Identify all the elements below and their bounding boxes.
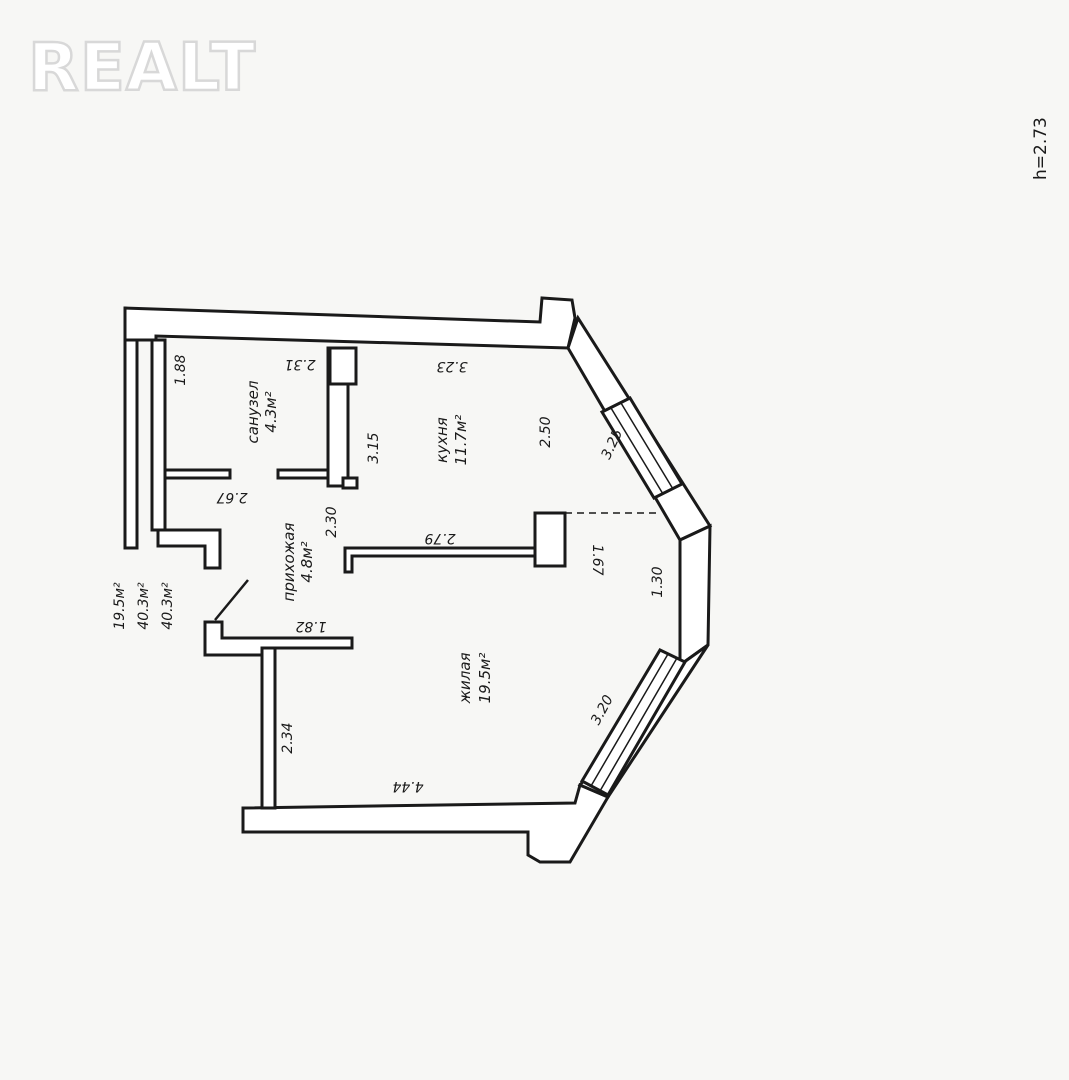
- window-upper: [599, 396, 685, 500]
- wall-hall-lower: [203, 620, 354, 657]
- room-bathroom: санузел 4.3м²: [244, 380, 280, 443]
- dim-hall-lower: 1.82: [295, 618, 326, 634]
- wall-column: [533, 511, 567, 568]
- wall-bottom: [241, 782, 611, 864]
- room-hallway-name: прихожая: [280, 523, 298, 602]
- wall-duct: [328, 346, 358, 386]
- wall-top: [123, 296, 577, 350]
- dim-bay-center: 1.30: [650, 566, 666, 597]
- area-summary-living: 19.5м²: [112, 582, 128, 630]
- wall-bay-right: [678, 523, 712, 668]
- dim-kitchen-right: 2.50: [538, 416, 554, 447]
- dim-living-left: 2.34: [280, 722, 296, 753]
- dim-window-lower: 3.20: [588, 693, 617, 728]
- ceiling-height-label: h=2.73: [1031, 117, 1051, 180]
- watermark-logo: REALT: [28, 29, 256, 106]
- window-lower: [579, 648, 688, 798]
- area-summary-general: 40.3м²: [160, 582, 176, 630]
- wall-living-left: [260, 646, 277, 810]
- room-kitchen: кухня 11.7м²: [433, 415, 470, 466]
- wall-bath-bottom: [163, 468, 232, 480]
- dim-living-bottom: 4.44: [392, 778, 423, 794]
- dim-kitchen-side: 3.15: [366, 432, 382, 463]
- room-living-area: 19.5м²: [476, 653, 494, 704]
- room-living-name: жилая: [456, 652, 474, 704]
- wall-left-inner: [150, 338, 167, 532]
- dim-bath-height: 1.88: [173, 354, 189, 385]
- room-hallway: прихожая 4.8м²: [280, 523, 316, 602]
- dim-bay-small: 1.67: [589, 544, 605, 575]
- room-kitchen-name: кухня: [433, 417, 451, 463]
- dim-bath-width: 2.31: [284, 356, 315, 372]
- area-summary-total: 40.3м²: [136, 582, 152, 630]
- dim-hall-width: 2.67: [216, 489, 247, 505]
- wall-left: [123, 338, 139, 550]
- dim-hall-height: 2.30: [324, 506, 340, 537]
- entry-door: [214, 579, 249, 621]
- area-summary: 19.5м² 40.3м² 40.3м²: [112, 582, 176, 630]
- wall-duct-end: [341, 476, 359, 490]
- room-bathroom-name: санузел: [244, 380, 262, 443]
- dim-kitchen-top: 3.23: [436, 358, 467, 374]
- wall-partition: [343, 546, 537, 574]
- room-kitchen-area: 11.7м²: [452, 415, 470, 466]
- room-living: жилая 19.5м²: [456, 652, 494, 704]
- wall-hall-block: [156, 528, 222, 570]
- room-hallway-area: 4.8м²: [298, 541, 316, 582]
- dim-partition: 2.79: [424, 530, 455, 546]
- room-bathroom-area: 4.3м²: [262, 391, 280, 432]
